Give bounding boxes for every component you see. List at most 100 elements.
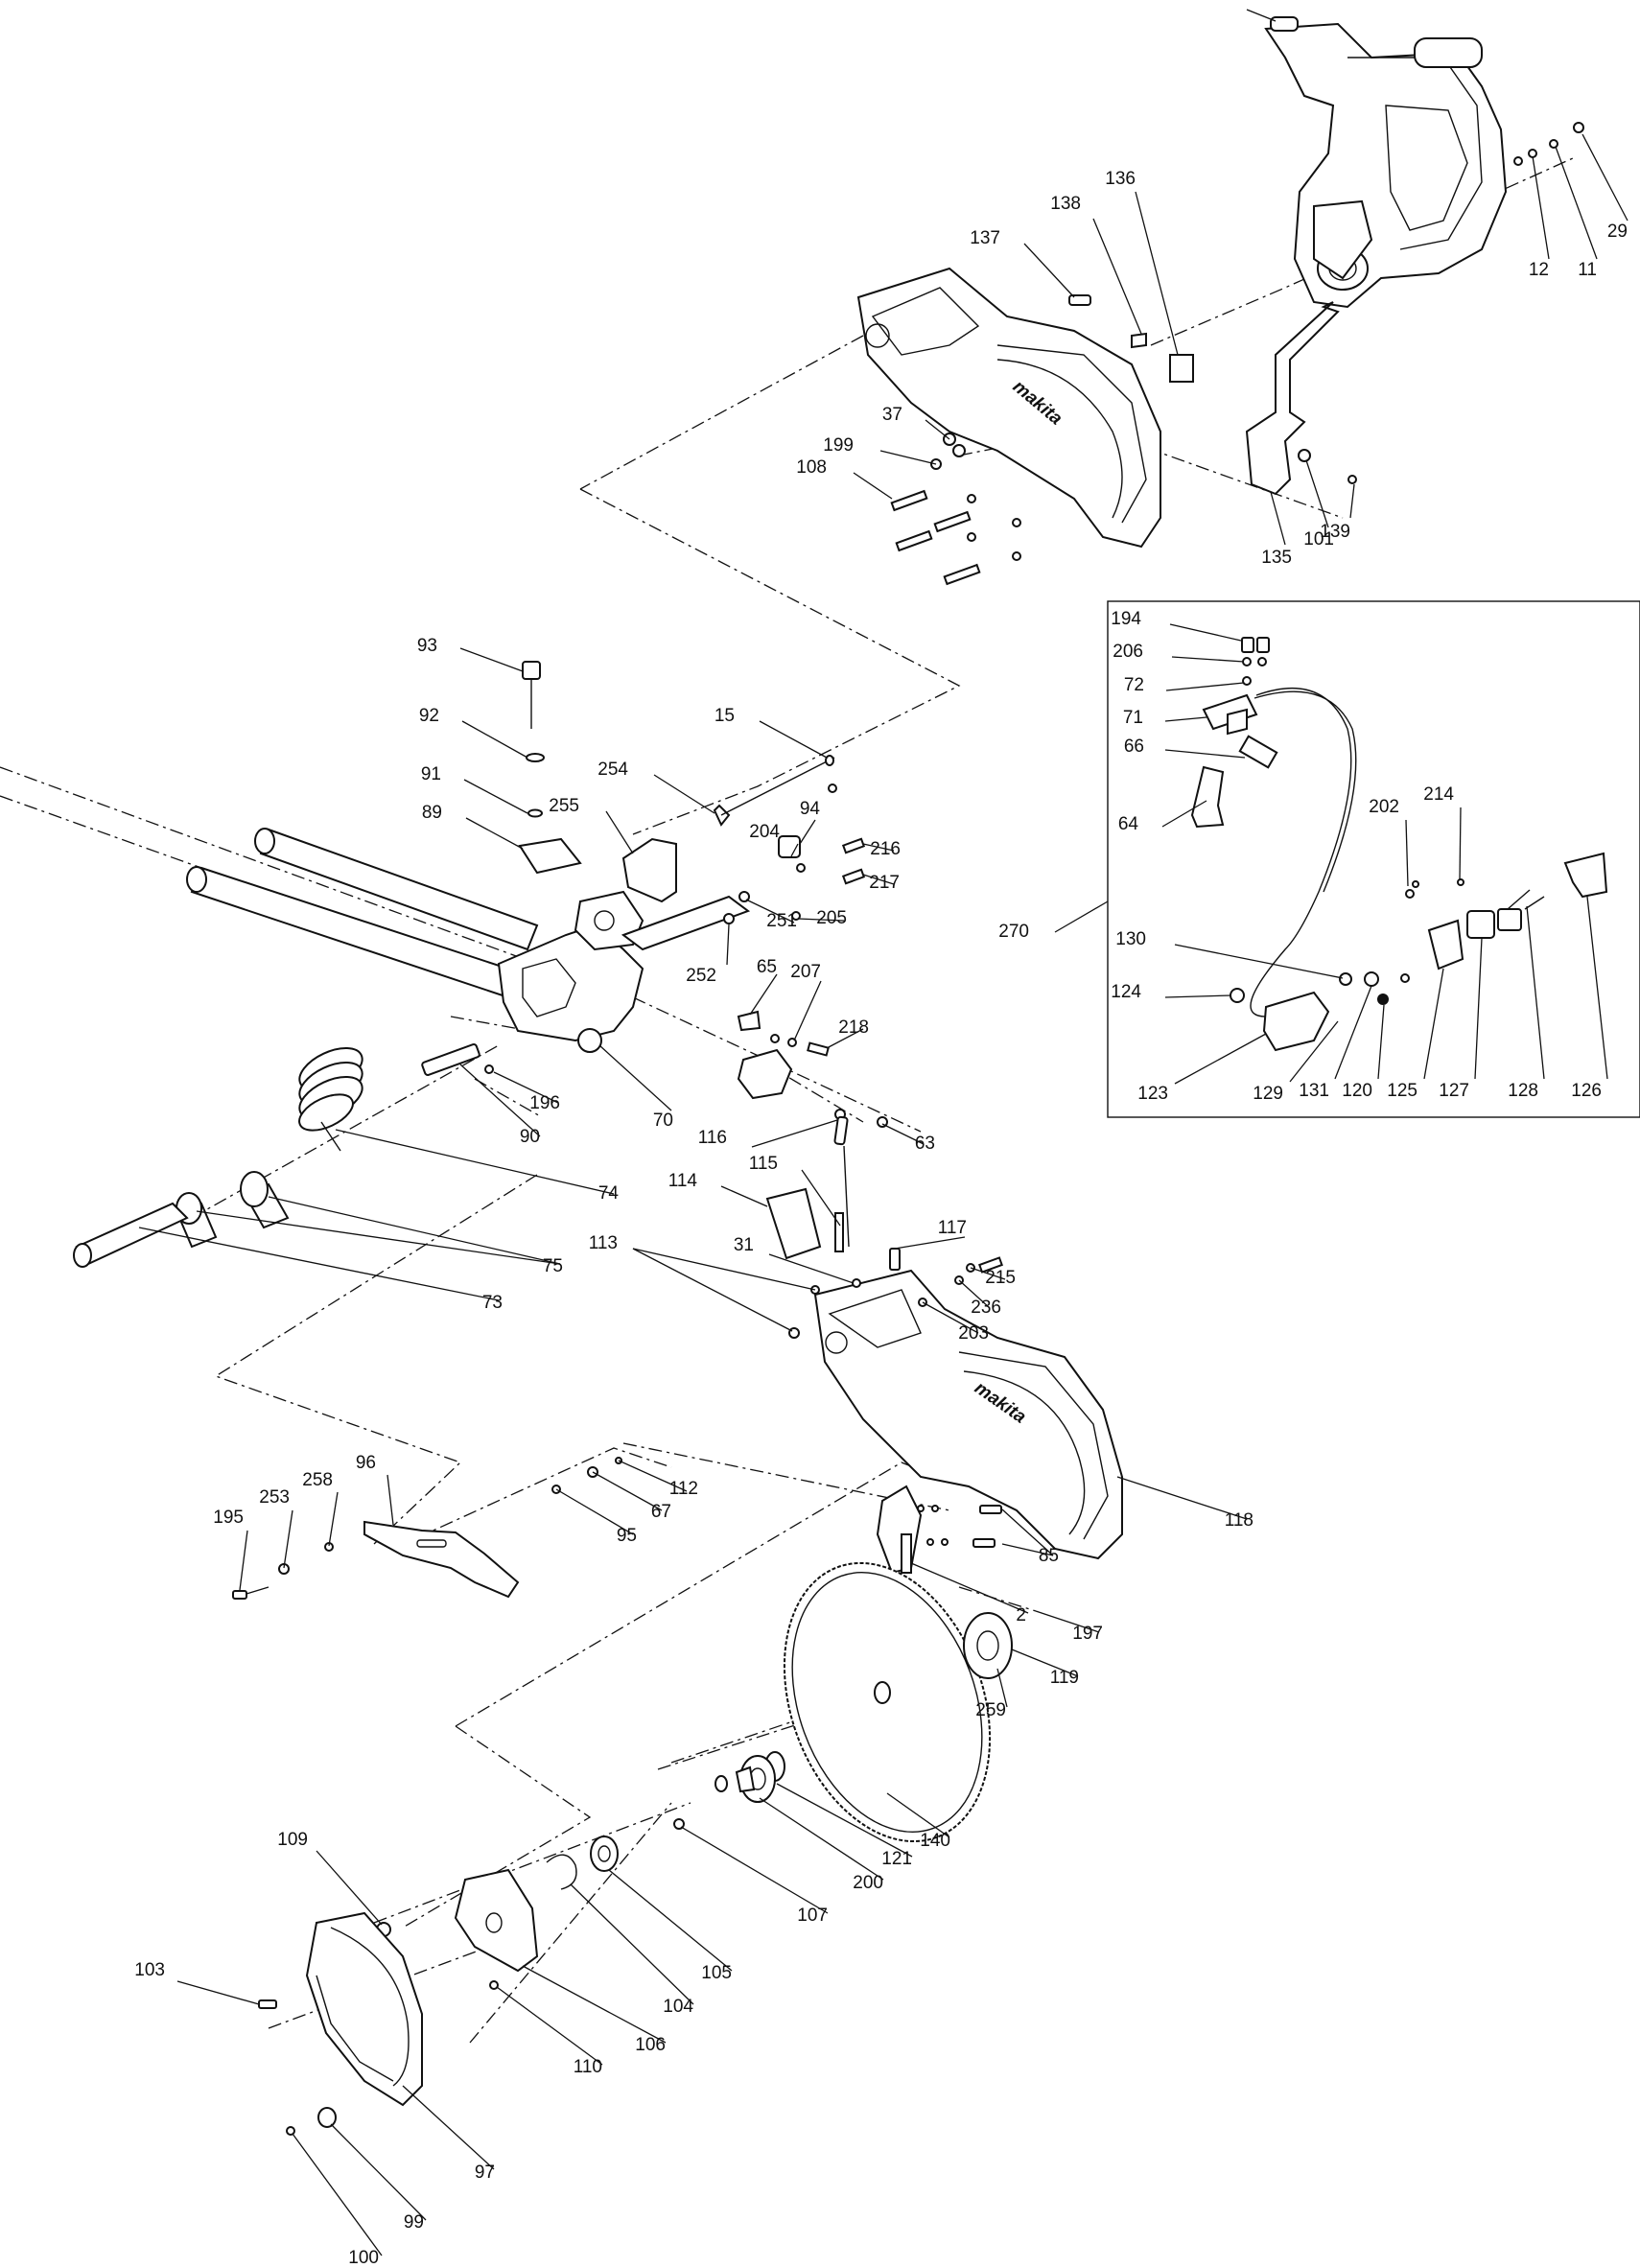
spring-and-shaft [73,1046,363,1268]
part-label-131: 131 [1299,1081,1329,1101]
link-plate-96 [232,1457,622,1600]
housing-small-parts [765,1115,1003,1575]
part-label-12: 12 [1529,260,1549,280]
part-label-71: 71 [1123,708,1143,728]
part-label-97: 97 [475,2163,495,2183]
part-label-110: 110 [574,2057,602,2077]
part-label-135: 135 [1261,548,1292,568]
handle-motor-housing [1246,9,1508,309]
part-label-137: 137 [970,228,1000,248]
part-label-251: 251 [766,911,797,931]
lock-lever-135 [1245,301,1340,496]
pivot-small-parts [421,661,888,1128]
part-label-200: 200 [853,1873,883,1893]
part-label-73: 73 [482,1293,503,1313]
part-label-37: 37 [882,405,902,425]
part-label-115: 115 [749,1154,778,1174]
part-label-108: 108 [796,457,827,478]
upper-blade-guard-top: makita [856,267,1161,549]
part-label-29: 29 [1607,222,1628,242]
part-label-105: 105 [701,1963,732,1983]
part-label-63: 63 [915,1134,935,1154]
part-label-85: 85 [1039,1546,1059,1566]
part-label-112: 112 [669,1479,698,1499]
part-label-103: 103 [134,1960,165,1980]
part-label-217: 217 [869,873,900,893]
part-label-117: 117 [938,1218,967,1238]
part-label-95: 95 [617,1526,637,1546]
part-label-258: 258 [302,1470,333,1490]
part-label-215: 215 [985,1268,1016,1288]
part-label-75: 75 [543,1256,563,1276]
part-label-270: 270 [998,922,1029,942]
part-label-123: 123 [1137,1084,1168,1104]
part-label-121: 121 [881,1849,912,1869]
part-label-194: 194 [1111,609,1141,629]
pivot-bracket-70 [497,890,751,1053]
part-label-259: 259 [975,1700,1006,1720]
part-label-91: 91 [421,764,441,784]
part-label-136: 136 [1105,169,1136,189]
part-label-100: 100 [348,2248,379,2268]
part-label-74: 74 [598,1183,620,1204]
part-label-254: 254 [597,760,628,780]
part-label-120: 120 [1342,1081,1372,1101]
part-label-207: 207 [790,962,821,982]
part-label-118: 118 [1225,1510,1253,1531]
lower-guard-parts [258,1818,685,2136]
part-label-116: 116 [698,1128,727,1148]
part-label-106: 106 [635,2035,666,2055]
part-label-253: 253 [259,1487,290,1508]
part-label-205: 205 [816,908,847,928]
part-label-92: 92 [419,706,439,726]
part-label-214: 214 [1423,784,1454,805]
part-label-109: 109 [277,1830,308,1850]
blade-housing-118: makita [813,1269,1123,1560]
part-label-70: 70 [653,1111,673,1131]
part-label-197: 197 [1072,1624,1103,1644]
part-label-114: 114 [668,1171,698,1191]
part-label-72: 72 [1124,675,1144,695]
part-label-130: 130 [1115,929,1146,949]
part-label-66: 66 [1124,737,1144,757]
part-label-93: 93 [417,636,437,656]
part-label-89: 89 [422,803,442,823]
part-label-90: 90 [520,1127,540,1147]
part-label-99: 99 [404,2212,424,2233]
part-label-101: 101 [1303,529,1334,549]
part-label-140: 140 [920,1831,950,1851]
handle-hardware [1513,122,1584,166]
part-label-67: 67 [651,1502,671,1522]
part-label-94: 94 [800,799,821,819]
part-label-11: 11 [1578,260,1597,280]
part-label-206: 206 [1113,642,1143,662]
part-label-138: 138 [1050,194,1081,214]
part-label-107: 107 [797,1906,828,1926]
part-label-199: 199 [823,435,854,456]
part-label-255: 255 [549,796,579,816]
part-label-236: 236 [971,1298,1001,1318]
part-label-96: 96 [356,1453,376,1473]
part-label-128: 128 [1508,1081,1538,1101]
assembly-guide-lines [0,157,1574,2044]
part-label-119: 119 [1050,1668,1079,1688]
leader-lines [138,133,1628,2256]
part-label-139: 139 [1320,522,1350,542]
part-label-195: 195 [213,1508,244,1528]
part-label-216: 216 [870,839,901,859]
part-label-104: 104 [663,1997,693,2017]
part-label-124: 124 [1111,982,1141,1002]
part-label-125: 125 [1387,1081,1417,1101]
part-label-203: 203 [958,1323,989,1344]
part-label-31: 31 [734,1235,754,1255]
subassembly-box-270 [1107,600,1640,1118]
part-label-218: 218 [838,1017,869,1038]
saw-blade-140 [715,1561,1013,1843]
part-label-64: 64 [1118,814,1139,834]
part-label-126: 126 [1571,1081,1602,1101]
part-label-15: 15 [715,706,735,726]
part-label-129: 129 [1253,1084,1283,1104]
part-label-252: 252 [686,966,716,986]
